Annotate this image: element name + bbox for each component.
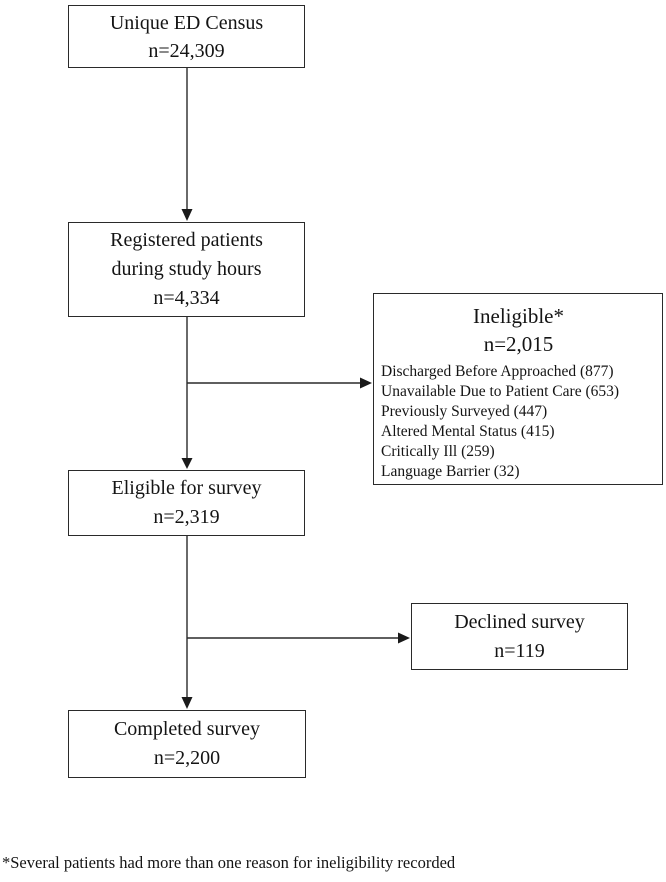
- box-count: n=2,319: [153, 506, 220, 528]
- ineligible-reason: Critically Ill (259): [381, 443, 495, 460]
- box-label: Declined survey: [454, 610, 585, 633]
- arrowhead-down-icon: [181, 697, 193, 709]
- box-registered-patients: Registered patients during study hours n…: [68, 222, 305, 317]
- box-count: n=4,334: [153, 287, 220, 309]
- box-eligible-for-survey: Eligible for survey n=2,319: [68, 470, 305, 536]
- ineligible-count: n=2,015: [483, 332, 554, 356]
- arrowhead-down-icon: [181, 458, 193, 469]
- arrowhead-right-icon: [398, 632, 410, 644]
- ineligible-reason: Unavailable Due to Patient Care (653): [381, 383, 620, 400]
- footnote: *Several patients had more than one reas…: [2, 853, 456, 872]
- box-label: during study hours: [111, 258, 262, 280]
- ineligible-reason: Altered Mental Status (415): [381, 423, 555, 440]
- box-declined-survey: Declined survey n=119: [411, 603, 628, 670]
- box-label: Eligible for survey: [111, 477, 262, 499]
- box-count: n=119: [494, 639, 545, 662]
- ineligible-reason: Language Barrier (32): [381, 463, 520, 480]
- box-label: Completed survey: [113, 718, 261, 740]
- box-ineligible: Ineligible* n=2,015 Discharged Before Ap…: [373, 293, 663, 485]
- box-completed-survey: Completed survey n=2,200: [68, 710, 306, 778]
- box-unique-ed-census: Unique ED Census n=24,309: [68, 5, 305, 68]
- ineligible-reason: Previously Surveyed (447): [381, 403, 548, 420]
- box-count: n=24,309: [148, 39, 225, 62]
- arrowhead-right-icon: [360, 377, 372, 389]
- ineligible-title: Ineligible*: [473, 304, 564, 328]
- box-label: Unique ED Census: [109, 11, 264, 34]
- box-label: Registered patients: [110, 229, 263, 251]
- arrowhead-down-icon: [181, 209, 193, 221]
- box-count: n=2,200: [153, 747, 221, 769]
- ineligible-reason: Discharged Before Approached (877): [381, 363, 614, 380]
